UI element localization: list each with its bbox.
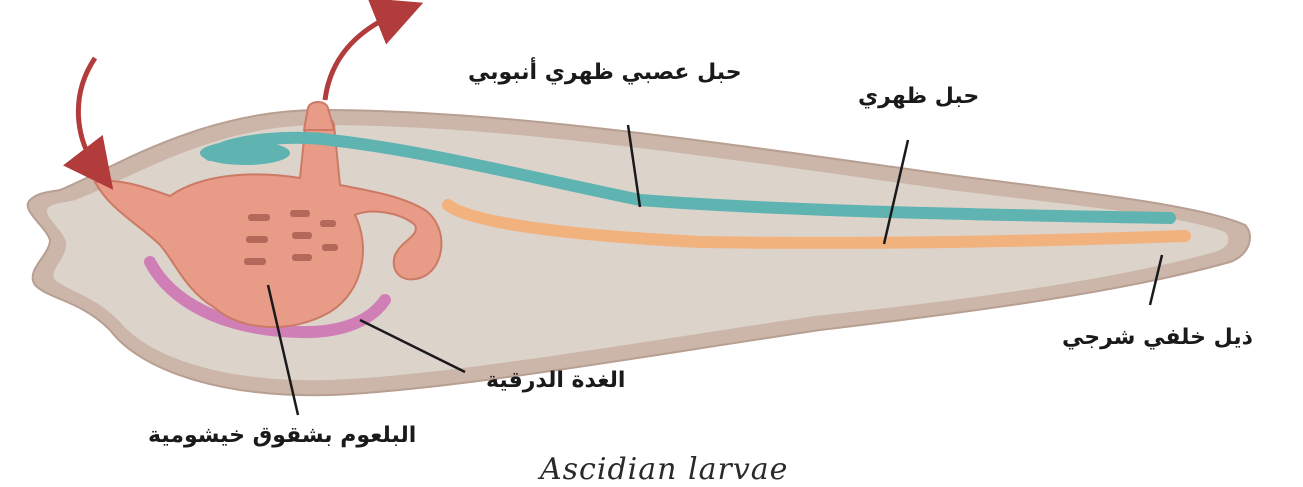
inflow-arrow xyxy=(78,58,98,170)
label-thyroid-gland: الغدة الدرقية xyxy=(486,368,625,393)
outflow-arrow xyxy=(325,12,400,100)
label-pharynx-gill-slits: البلعوم بشقوق خيشومية xyxy=(148,423,416,448)
label-post-anal-tail: ذيل خلفي شرجي xyxy=(1062,325,1253,350)
exhalant-siphon xyxy=(304,102,334,130)
label-dorsal-hollow-nerve-cord: حبل عصبي ظهري أنبوبي xyxy=(468,60,742,85)
figure-caption: Ascidian larvae xyxy=(540,452,788,487)
label-notochord: حبل ظهري xyxy=(858,84,979,109)
cerebral-vesicle xyxy=(200,141,290,165)
